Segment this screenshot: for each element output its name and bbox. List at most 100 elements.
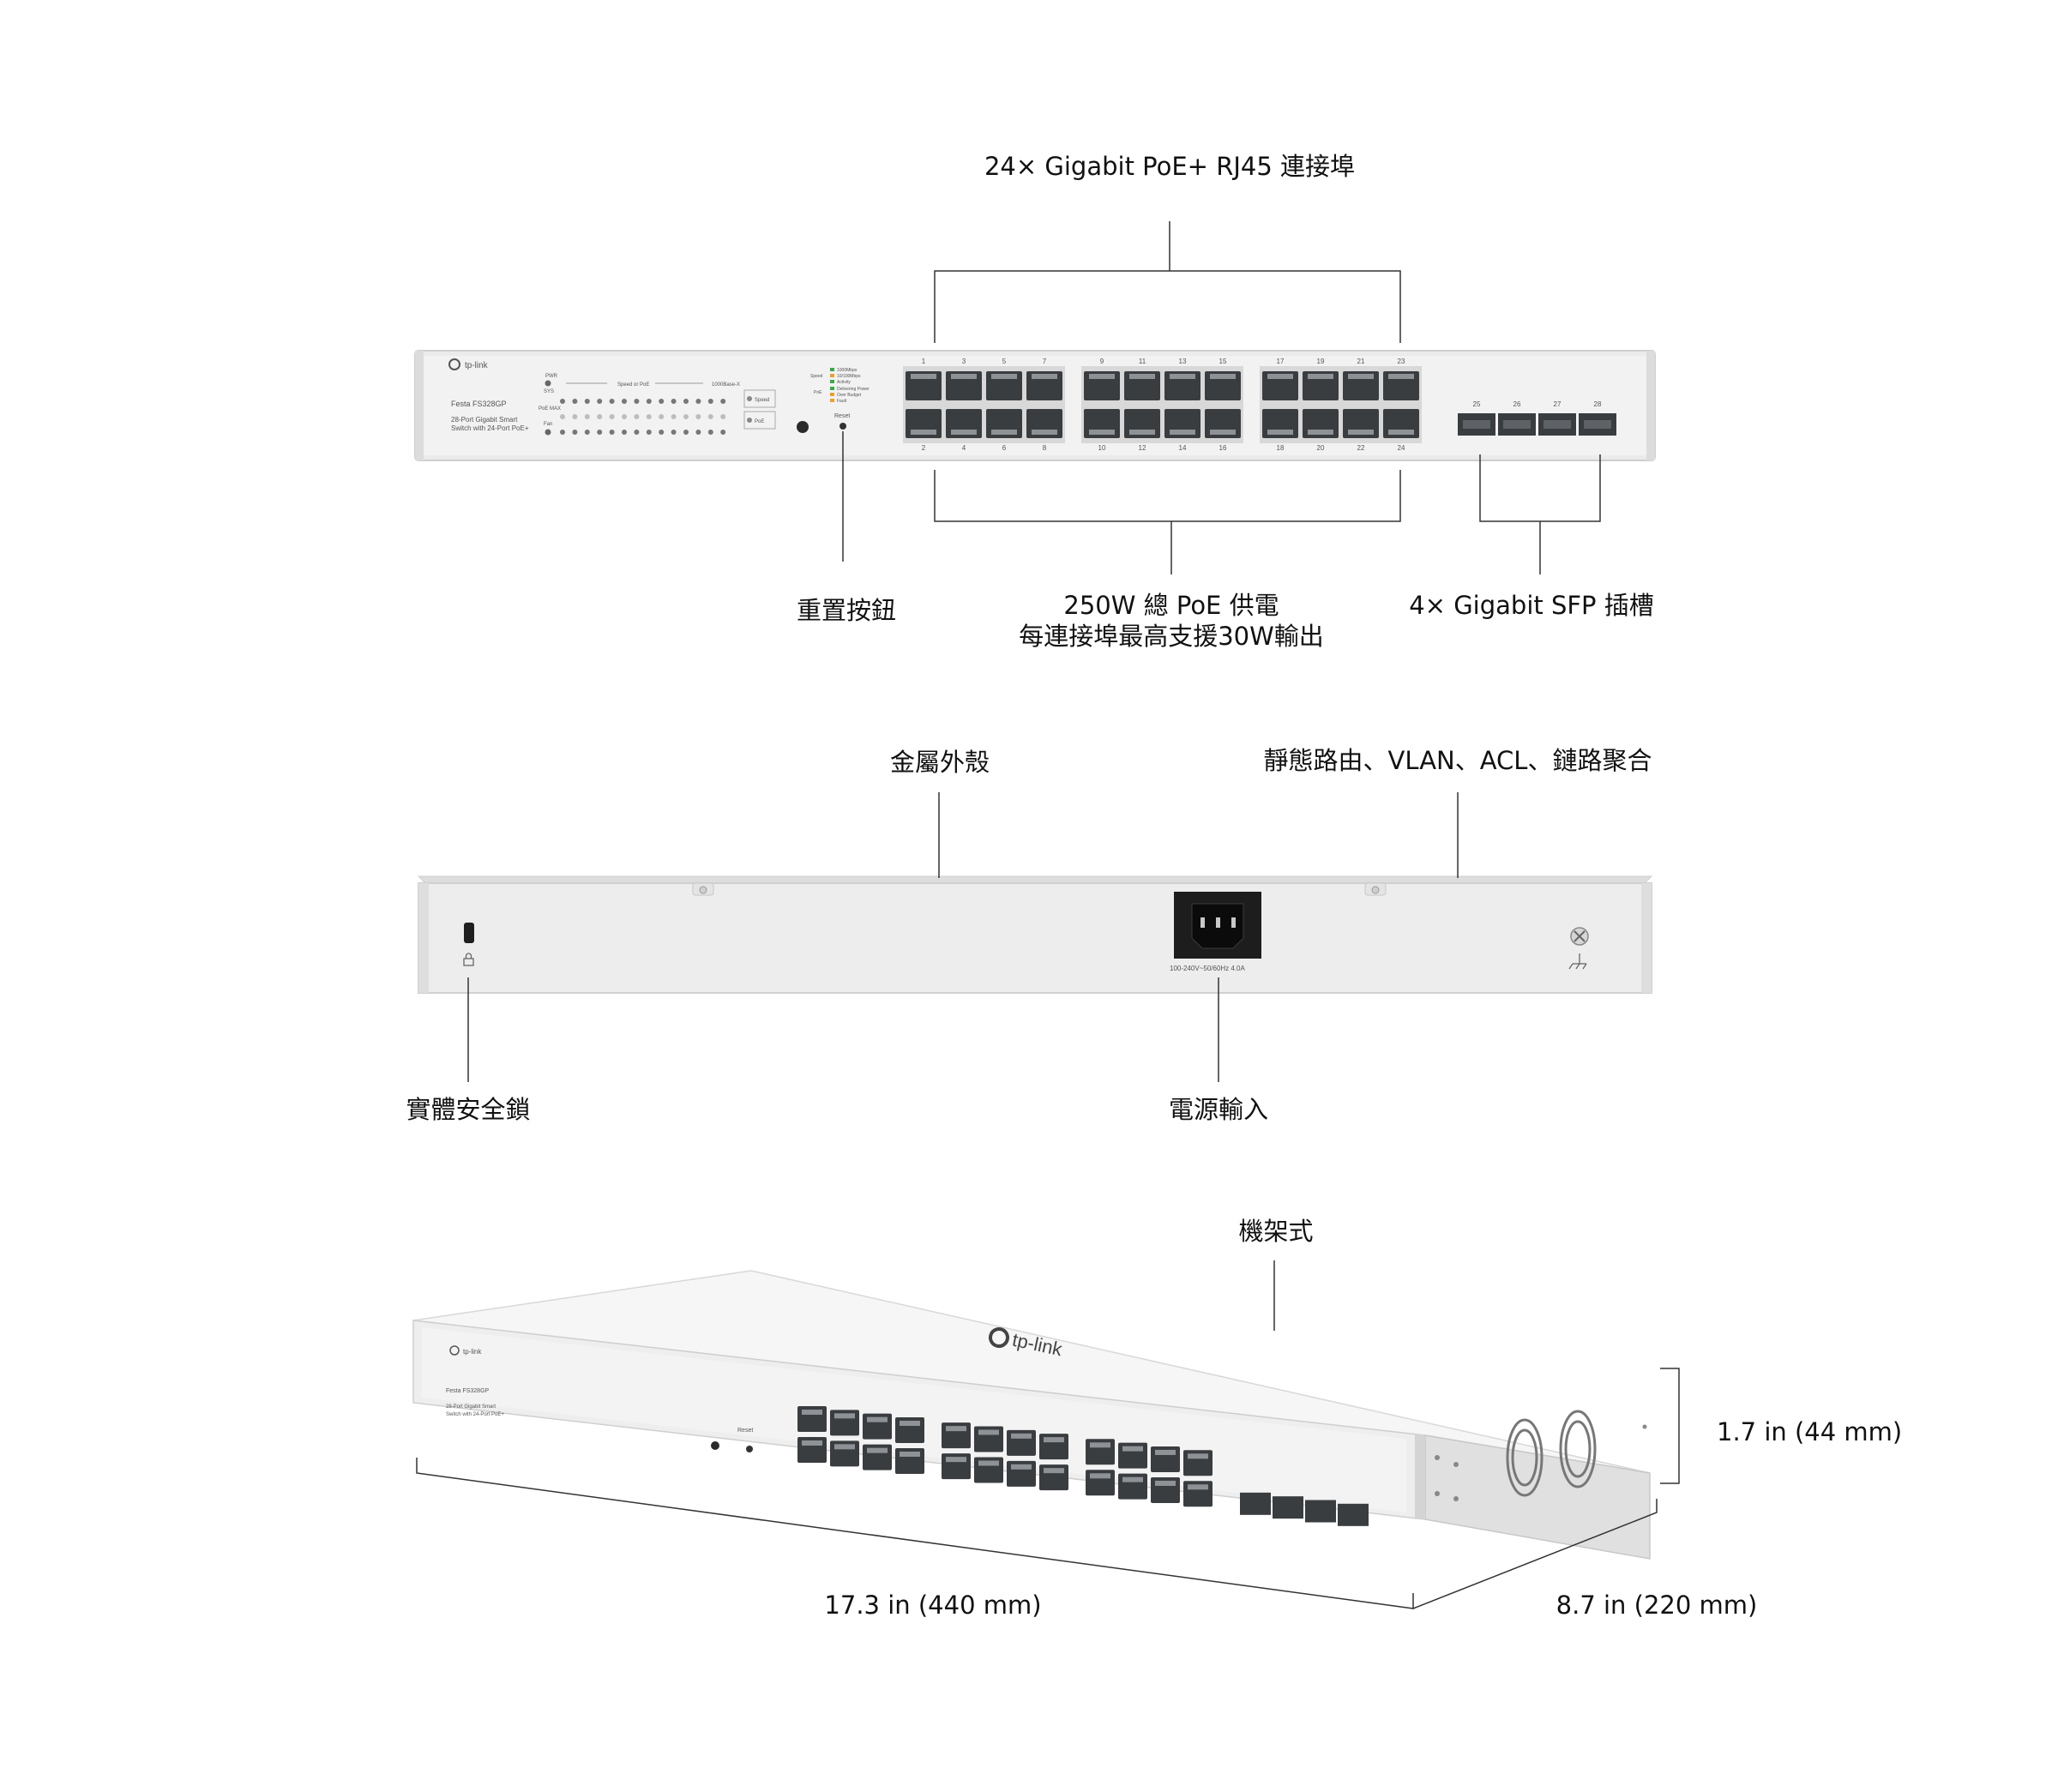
port-number: 21: [1357, 358, 1365, 365]
port-led: [609, 430, 615, 435]
port-led: [634, 430, 640, 435]
port-led: [584, 430, 590, 435]
port-led: [597, 430, 603, 435]
port-led: [584, 414, 590, 419]
port-number: 13: [1179, 358, 1187, 365]
port-number: 26: [1513, 400, 1521, 408]
model-name: Festa FS328GP: [451, 400, 507, 408]
port-number: 6: [1002, 444, 1007, 452]
callout-features: 靜態路由、VLAN、ACL、鏈路聚合: [1263, 746, 1652, 775]
port-led: [646, 430, 652, 435]
iso-model: Festa FS328GP: [446, 1388, 490, 1394]
port-led: [659, 399, 665, 404]
port-led: [572, 430, 578, 435]
port-led: [560, 430, 565, 435]
pwr-led: [545, 380, 551, 387]
port-led: [646, 399, 652, 404]
ground-screw: [1570, 927, 1589, 946]
port-led: [695, 414, 701, 419]
front-callout-lines: [842, 221, 1601, 574]
port-number: 20: [1317, 444, 1325, 452]
port-led: [707, 399, 713, 404]
iso-side-screws: [1435, 1424, 1647, 1501]
led-label-pwr: PWR: [545, 374, 558, 379]
port-number: 2: [922, 444, 926, 452]
port-number: 15: [1219, 358, 1227, 365]
mode-button[interactable]: [797, 421, 809, 433]
port-led-rows: [560, 399, 726, 435]
port-led: [671, 430, 677, 435]
port-led: [646, 414, 652, 419]
port-number: 8: [1043, 444, 1047, 452]
iso-sfp-slot: [1240, 1492, 1271, 1515]
iso-sfp-slot: [1305, 1500, 1336, 1523]
iso-sfp-slot: [1273, 1496, 1303, 1519]
port-led: [707, 430, 713, 435]
port-led: [609, 414, 615, 419]
port-led: [695, 399, 701, 404]
iso-mode-button[interactable]: [711, 1441, 719, 1450]
kensington-slot: [464, 923, 474, 943]
ground-icon: [1568, 953, 1587, 970]
port-led: [671, 399, 677, 404]
port-number: 14: [1179, 444, 1187, 452]
led-label-fan: Fan: [544, 422, 552, 427]
port-number: 3: [962, 358, 966, 365]
port-number: 28: [1594, 400, 1602, 408]
tp-link-logo: tp-link: [448, 358, 489, 370]
callout-metal-case: 金屬外殼: [889, 748, 990, 777]
iso-chassis: [412, 1270, 1651, 1560]
port-led: [609, 399, 615, 404]
mode-poe-label: PoE: [755, 419, 764, 424]
port-led: [572, 414, 578, 419]
led-legend: Speed PoE 1000Mbps 10/100Mbps Activity D…: [810, 368, 870, 404]
power-rating: 100-240V~50/60Hz 4.0A: [1170, 965, 1246, 972]
port-led: [560, 414, 565, 419]
callout-poe-line2: 每連接埠最高支援30W輸出: [1019, 622, 1324, 651]
port-led: [560, 399, 565, 404]
model-desc-1: 28-Port Gigabit Smart: [451, 416, 518, 424]
callout-sfp-slots: 4× Gigabit SFP 插槽: [1409, 591, 1654, 620]
lock-icon: [463, 953, 474, 966]
iso-port-array: [797, 1406, 1369, 1526]
dimension-height: 1.7 in (44 mm): [1717, 1417, 1903, 1446]
iso-reset-button[interactable]: [746, 1446, 753, 1452]
port-led: [707, 414, 713, 419]
svg-text:Speed: Speed: [810, 374, 823, 379]
iso-reset-label: Reset: [737, 1428, 753, 1434]
port-led: [622, 430, 627, 435]
port-led: [597, 414, 603, 419]
dimension-depth: 8.7 in (220 mm): [1556, 1591, 1758, 1620]
port-number: 27: [1554, 400, 1562, 408]
ac-power-inlet: [1174, 892, 1261, 959]
speed-poe-header: Speed or PoE: [617, 382, 649, 388]
callout-power-input: 電源輸入: [1168, 1095, 1269, 1124]
svg-text:Activity: Activity: [837, 380, 851, 385]
port-led: [622, 414, 627, 419]
port-led: [597, 399, 603, 404]
port-number: 22: [1357, 444, 1365, 452]
iso-sfp-slot: [1338, 1503, 1369, 1526]
port-led: [659, 414, 665, 419]
reset-button[interactable]: [839, 423, 846, 430]
reset-label: Reset: [834, 413, 850, 419]
callout-reset-button: 重置按鈕: [796, 596, 897, 625]
svg-text:10/100Mbps: 10/100Mbps: [837, 374, 861, 379]
callout-security-lock: 實體安全鎖: [406, 1095, 531, 1124]
port-led: [683, 414, 689, 419]
port-number: 25: [1473, 400, 1481, 408]
svg-text:tp-link: tp-link: [465, 361, 489, 370]
rear-screw-right: [1364, 882, 1387, 896]
led-label-sys: SYS: [544, 389, 554, 394]
rear-panel-chassis: [417, 875, 1653, 994]
svg-text:tp-link: tp-link: [463, 1348, 482, 1356]
svg-text:Delivering Power: Delivering Power: [837, 387, 870, 392]
port-led: [720, 399, 726, 404]
svg-text:PoE: PoE: [814, 390, 822, 395]
model-desc-2: Switch with 24-Port PoE+: [451, 424, 529, 432]
